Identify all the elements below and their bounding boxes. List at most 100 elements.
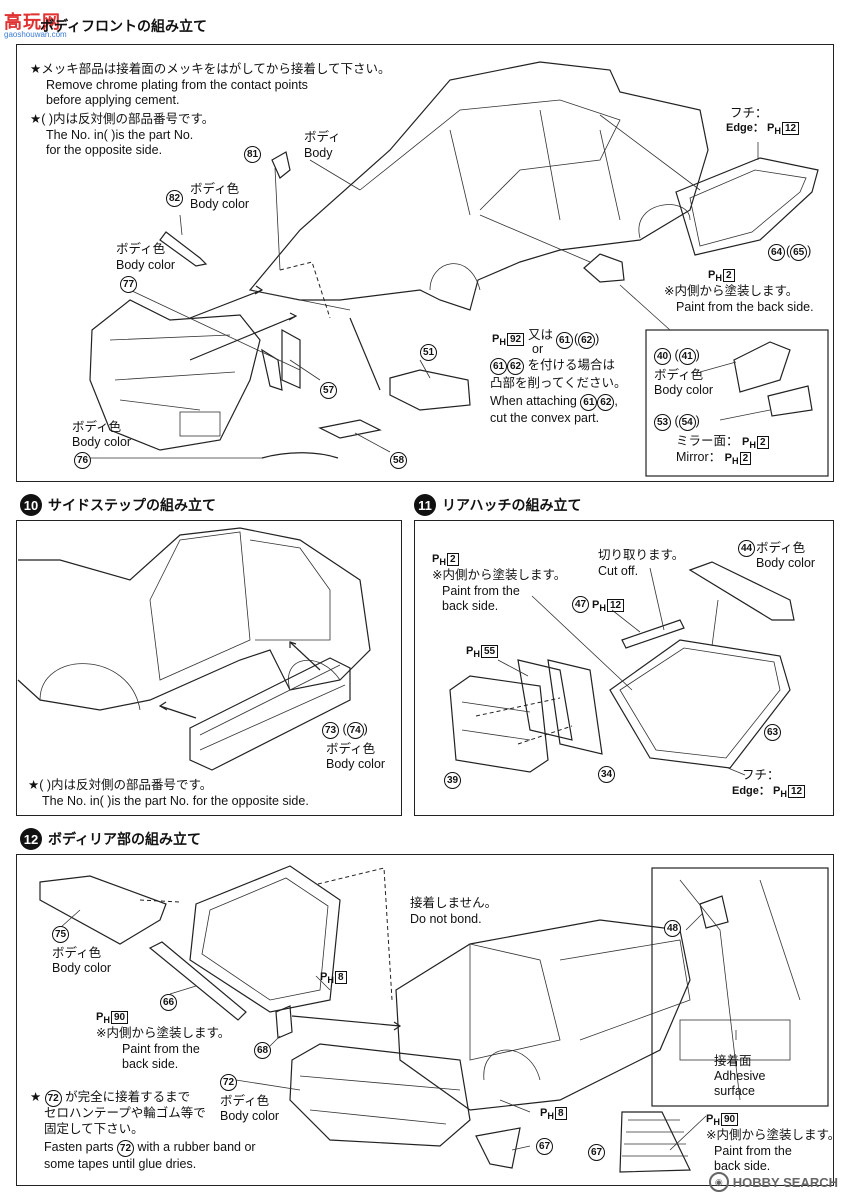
hatch-inner-en-1: Paint from the [442,584,520,598]
attach-en-part-62: 62 [597,394,615,411]
cutoff-en: Cut off. [598,564,639,578]
section-10-panel [16,520,402,816]
part-63: 63 [764,724,781,741]
ph12-code: 12 [781,122,800,135]
attach-part-62: 62 [507,358,524,375]
part-58: 58 [390,452,407,469]
body-label-jp: ボディ [304,130,341,144]
part-41: 41 [678,348,696,365]
fasten-part-72-b: 72 [116,1140,134,1157]
chrome-note-en-2: before applying cement. [46,93,180,107]
fasten-jp-3: 固定して下さい。 [44,1122,144,1136]
attach-jp-1-text: を付ける場合は [527,358,615,372]
garnish-ph90-code: 90 [110,1011,129,1024]
attach-en-part-61: 61 [580,394,598,411]
section-11-title: 11 リアハッチの組み立て [414,494,581,516]
part-66: 66 [160,994,177,1011]
section-11-panel [414,520,834,816]
hatch-ph2-code: 2 [446,553,459,566]
adhesive-en-2: surface [714,1084,755,1098]
section-12-title-text: ボディリア部の組み立て [48,831,202,847]
bodycolor-76-en: Body color [72,435,132,449]
fasten-en-3: some tapes until glue dries. [44,1157,197,1171]
nobond-jp: 接着しません。 [410,896,498,910]
sidestep-bodycolor-jp: ボディ色 [326,742,376,756]
section-10-title-text: サイドステップの組み立て [48,497,216,513]
fasten-jp-1: ★ 72 が完全に接着するまで [30,1090,190,1107]
hatch-edge-en: Edge： [732,785,770,797]
mirror-bodycolor-jp: ボディ色 [654,368,704,382]
fasten-jp-1-text: が完全に接着するまで [65,1090,191,1104]
part-73: 73 [322,722,339,739]
section-9-title-text: ボディフロントの組み立て [40,18,208,34]
adhesive-en-1: Adhesive [714,1069,766,1083]
mirror-ph2-b: 2 [739,452,752,465]
part-81: 81 [244,146,261,163]
sidestep-parts: 73 (74) [322,722,368,739]
part-44: 44 [738,540,755,557]
bumper-bodycolor-jp: ボディ色 [220,1094,270,1108]
rear-spoiler-bodycolor-jp: ボディ色 [52,946,102,960]
body-label-en: Body [304,146,333,160]
taillight-inner-en-1: Paint from the [714,1144,792,1158]
sidestep-bodycolor-en: Body color [326,757,386,771]
ph92-code: 92 [506,333,525,346]
wiper-ph12-code: 12 [606,599,625,612]
hatch-inner-jp: ※内側から塗装します。 [432,568,567,582]
hatch-ph55-code: 55 [480,645,499,658]
section-12-number: 12 [20,828,42,850]
part-72: 72 [220,1074,237,1091]
hobby-search-watermark: ◉ HOBBY SEARCH [708,1172,838,1192]
part-62: 62 [578,332,596,349]
chrome-note-jp: ★メッキ部品は接着面のメッキをはがしてから接着して下さい。 [30,62,391,76]
part-62-wrap: (62) [574,332,599,349]
section-10-number: 10 [20,494,42,516]
part-47: 47 [572,596,589,613]
attach-en-2: cut the convex part. [490,411,600,425]
section-11-title-text: リアハッチの組み立て [442,497,582,513]
part-40: 40 [654,348,671,365]
edge-label-jp: フチ： [730,106,768,120]
part-51: 51 [420,344,437,361]
either-en: or [532,342,544,356]
fasten-jp-2: セロハンテープや輪ゴム等で [44,1106,206,1120]
part-48: 48 [664,920,681,937]
fasten-en-1-text: Fasten parts [44,1140,114,1154]
attach-part-61: 61 [490,358,507,375]
garnish-inner-jp: ※内側から塗装します。 [96,1026,231,1040]
window-inner-jp: ※内側から塗装します。 [664,284,799,298]
bumper-bodycolor-en: Body color [220,1109,280,1123]
spoiler-bodycolor-en: Body color [756,556,816,570]
bodycolor-82-jp: ボディ色 [190,182,240,196]
garnish-inner-en-2: back side. [122,1057,179,1071]
rear-spoiler-bodycolor-en: Body color [52,961,112,975]
part-76: 76 [74,452,91,469]
fasten-en-2-text: with a rubber band or [137,1140,256,1154]
part-82: 82 [166,190,183,207]
section-12-title: 12 ボディリア部の組み立て [20,828,201,850]
section-11-number: 11 [414,494,436,516]
part-75: 75 [52,926,69,943]
attach-en-1-text: When attaching [490,394,577,408]
watermark-text: HOBBY SEARCH [732,1174,838,1190]
part-39: 39 [444,772,461,789]
bodycolor-76-jp: ボディ色 [72,420,122,434]
part-65: 65 [790,244,808,261]
logo-text: 高玩网 [4,12,61,32]
logo-subtext: gaoshouwan.com [4,30,67,39]
opposite-note-jp: ★( )内は反対側の部品番号です。 [30,112,215,126]
